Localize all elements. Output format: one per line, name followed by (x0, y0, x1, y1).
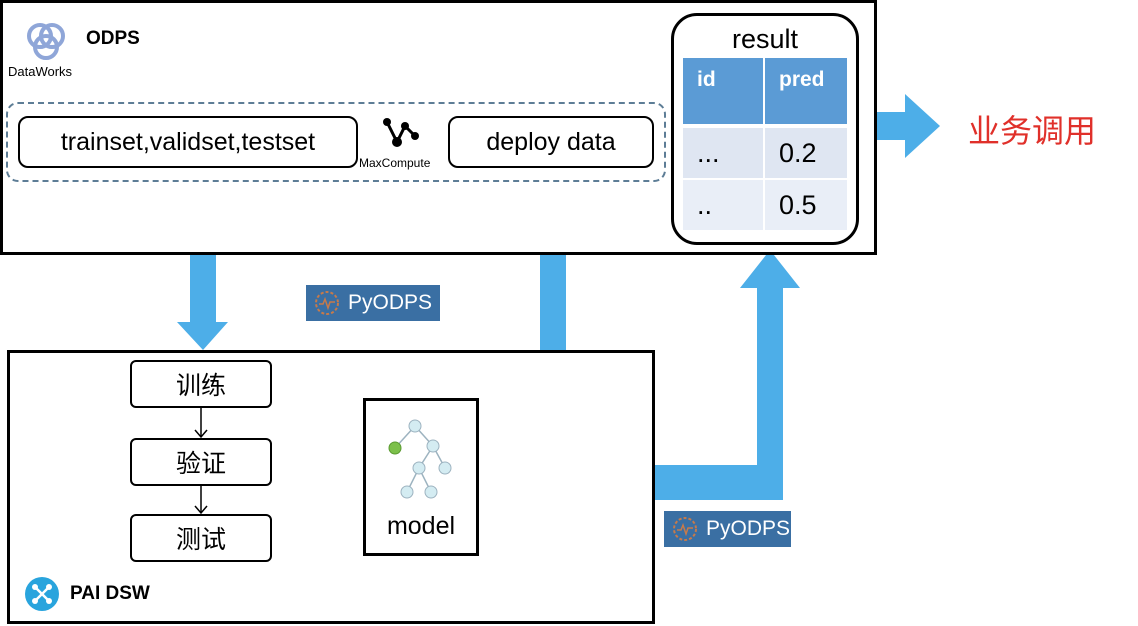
pai-dsw-title: PAI DSW (70, 583, 150, 604)
to-business-arrow (856, 94, 940, 158)
data-group (6, 102, 666, 182)
result-table: id pred ... 0.2 .. 0.5 (683, 58, 847, 230)
column-header-pred: pred (779, 68, 825, 91)
dataworks-logo-icon (27, 23, 65, 60)
step-test-box[interactable]: 测试 (130, 514, 272, 562)
dataworks-caption: DataWorks (8, 64, 73, 79)
maxcompute-label: MaxCompute (359, 156, 431, 170)
step-arrow-2 (194, 486, 208, 515)
pyodps-label: PyODPS (706, 517, 791, 540)
odps-title: ODPS (86, 28, 140, 49)
table-row: ... 0.2 (683, 124, 847, 178)
cell-id: .. (683, 180, 765, 230)
trainset-box[interactable]: trainset,validset,testset (18, 116, 358, 168)
tree-model-icon (388, 419, 452, 499)
pyodps-logo-icon (673, 517, 697, 541)
cell-id: ... (683, 128, 765, 178)
deploy-data-box[interactable]: deploy data (448, 116, 654, 168)
pyodps-badge-top: PyODPS (306, 285, 440, 321)
pyodps-label: PyODPS (348, 291, 433, 314)
result-title: result (731, 24, 799, 54)
model-label: model (386, 512, 456, 540)
pai-dsw-logo-icon (25, 577, 59, 611)
column-header-id: id (683, 58, 765, 124)
step-train-box[interactable]: 训练 (130, 360, 272, 408)
business-call-label: 业务调用 (968, 112, 1097, 150)
pyodps-badge-bottom: PyODPS (664, 511, 791, 547)
cell-pred: 0.5 (779, 189, 817, 220)
pyodps-logo-icon (315, 291, 339, 315)
step-validate-box[interactable]: 验证 (130, 438, 272, 486)
table-row: .. 0.5 (683, 178, 847, 230)
cell-pred: 0.2 (779, 137, 817, 168)
step-arrow-1 (194, 408, 208, 439)
pai-dsw-panel (7, 350, 655, 624)
maxcompute-icon (383, 118, 419, 147)
